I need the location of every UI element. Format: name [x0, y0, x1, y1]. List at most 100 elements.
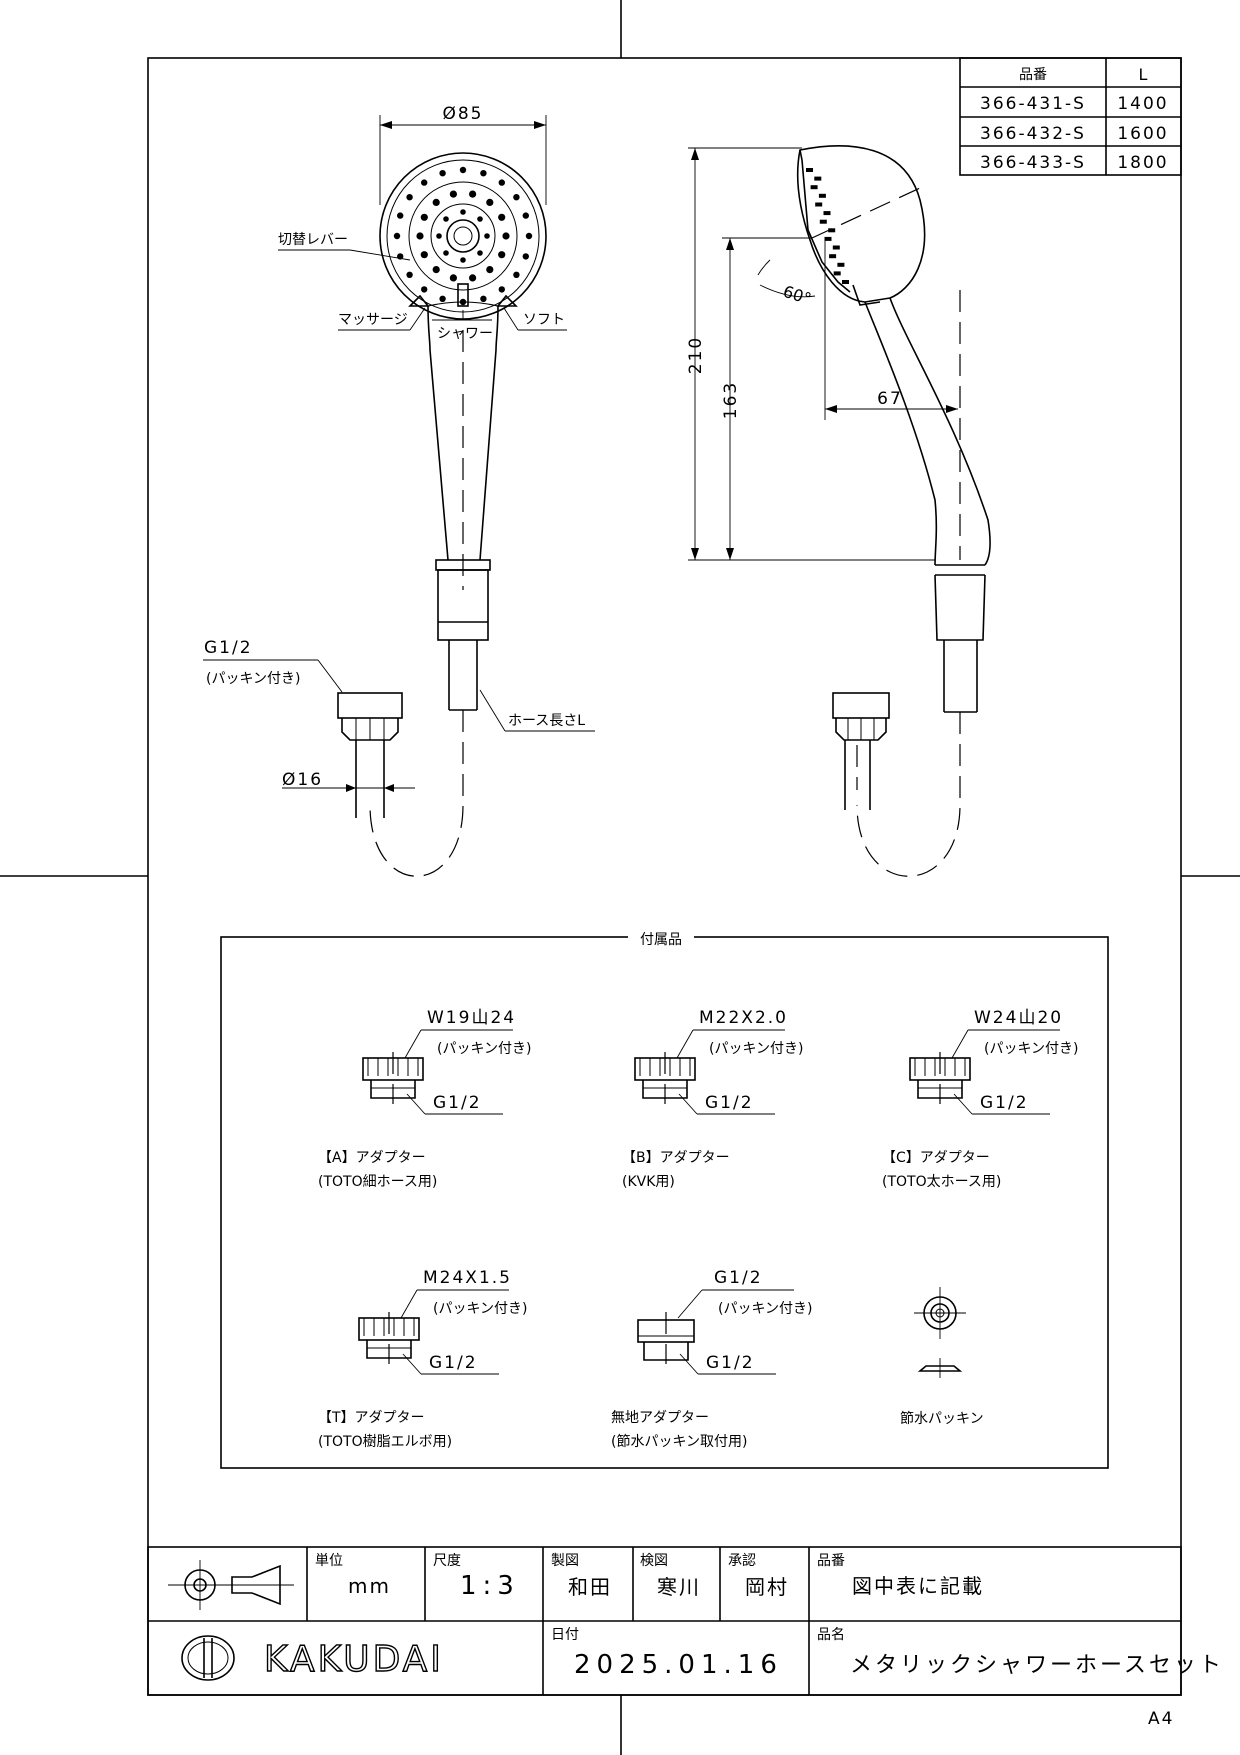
nozzle-hole [486, 198, 494, 206]
table-cell: 1800 [1117, 153, 1168, 173]
dim-hose-diameter: Ø16 [282, 770, 323, 790]
adapter-sub: (TOTO細ホース用) [318, 1174, 437, 1190]
nozzle-hole [406, 194, 413, 201]
adapter-base: G1/2 [429, 1353, 478, 1373]
accessories-box: 付属品 W19山24(パッキン付き)G1/2【A】アダプター(TOTO細ホース用… [220, 927, 1109, 1469]
nozzle-hole [432, 266, 440, 274]
nozzle-hole [484, 233, 490, 239]
nozzle-hole [443, 216, 449, 222]
nozzle-hole [525, 232, 533, 240]
adapter-item: M22X2.0(パッキン付き)G1/2【B】アダプター(KVK用) [622, 1008, 804, 1190]
adapter-label: 【C】アダプター [882, 1150, 990, 1166]
nozzle-hole [416, 232, 424, 240]
nozzle-hole [460, 209, 466, 215]
nozzle-hole [477, 216, 483, 222]
adapter-sub: (TOTO太ホース用) [882, 1174, 1001, 1190]
table-cell: 1600 [1117, 124, 1168, 144]
checked-value: 寒川 [657, 1575, 701, 1599]
adapter-thread: M24X1.5 [423, 1268, 512, 1288]
nozzle-hole [469, 274, 477, 282]
nozzle-hole [513, 194, 520, 201]
name-label: 品名 [817, 1627, 845, 1643]
side-nozzle [823, 211, 831, 216]
nozzle-hole [432, 198, 440, 206]
scale-value: 1:3 [460, 1571, 520, 1601]
nozzle-hole [522, 253, 529, 260]
adapter-packing: (パッキン付き) [433, 1301, 528, 1317]
adapter-sub: (TOTO樹脂エルボ用) [318, 1434, 452, 1450]
dim-67: 67 [877, 389, 903, 409]
adapter-sub: (節水パッキン取付用) [611, 1433, 748, 1450]
nozzle-hole [421, 179, 428, 186]
nozzle-hole [443, 250, 449, 256]
adapter-sub: (KVK用) [622, 1174, 675, 1190]
adapter-thread: G1/2 [714, 1268, 763, 1288]
side-nozzle [806, 168, 813, 172]
date-value: 2025.01.16 [574, 1650, 783, 1680]
side-nozzle [818, 193, 826, 198]
adapter-label: 無地アダプター [611, 1410, 709, 1426]
adapter-thread: W19山24 [427, 1008, 516, 1028]
name-value: メタリックシャワーホースセット [850, 1653, 1224, 1678]
side-nozzle [810, 185, 818, 190]
approved-value: 岡村 [745, 1575, 789, 1599]
unit-value: mm [348, 1574, 391, 1598]
nozzle-pattern [393, 166, 533, 306]
adapter-packing: (パッキン付き) [718, 1301, 813, 1317]
adapter-base: G1/2 [980, 1093, 1029, 1113]
nozzle-hole [420, 213, 428, 221]
nozzle-hole [498, 213, 506, 221]
label-soft: ソフト [523, 312, 565, 328]
unit-label: 単位 [315, 1553, 343, 1569]
nozzle-hole [439, 295, 446, 302]
table-cell: 366-431-S [980, 94, 1086, 114]
nozzle-hole [460, 257, 466, 263]
accessories-title: 付属品 [640, 932, 682, 948]
side-nozzle [829, 254, 837, 259]
nozzle-hole [469, 190, 477, 198]
water-saving-packing: 節水パッキン [900, 1287, 984, 1427]
nozzle-hole [421, 286, 428, 293]
dim-163: 163 [721, 381, 741, 419]
nozzle-hole [459, 166, 467, 174]
side-nozzle [833, 271, 841, 276]
packing-label: 節水パッキン [900, 1410, 984, 1427]
side-nozzle [814, 176, 822, 181]
side-nozzle [832, 245, 840, 250]
adapter-base: G1/2 [705, 1093, 754, 1113]
table-cell: 366-433-S [980, 153, 1086, 173]
side-nozzle [828, 228, 836, 233]
label-massage: マッサージ [338, 312, 408, 328]
dim-head-diameter: Ø85 [442, 104, 483, 124]
label-packing-left: (パッキン付き) [206, 671, 301, 687]
part-no-label: 品番 [817, 1553, 845, 1569]
side-nozzle [837, 262, 845, 267]
adapter-label: 【B】アダプター [622, 1150, 730, 1166]
adapter-thread: M22X2.0 [699, 1008, 788, 1028]
part-no-value: 図中表に記載 [852, 1574, 984, 1598]
adapter-thread: W24山20 [974, 1008, 1063, 1028]
kakudai-logo: KAKUDAI [181, 1635, 442, 1681]
adapter-packing: (パッキン付き) [984, 1041, 1079, 1057]
nozzle-hole [480, 295, 487, 302]
nozzle-hole [397, 212, 404, 219]
label-hose-length: ホース長さL [508, 713, 585, 729]
drawn-label: 製図 [551, 1553, 579, 1569]
adapter-item: M24X1.5(パッキン付き)G1/2【T】アダプター(TOTO樹脂エルボ用) [318, 1268, 528, 1450]
date-label: 日付 [551, 1627, 579, 1643]
nozzle-hole [502, 232, 510, 240]
title-block: 単位 mm 尺度 1:3 製図 和田 検図 寒川 承認 岡村 品番 図中表に記載… [147, 1546, 1224, 1696]
nozzle-hole [406, 271, 413, 278]
nozzle-hole [498, 179, 505, 186]
nozzle-hole [393, 232, 401, 240]
scale-label: 尺度 [433, 1553, 461, 1569]
nozzle-hole [477, 250, 483, 256]
nozzle-hole [420, 251, 428, 259]
adapter-base: G1/2 [433, 1093, 482, 1113]
table-cell: 1400 [1117, 94, 1168, 114]
drawn-value: 和田 [568, 1575, 612, 1599]
angle-60: 60° [781, 282, 814, 309]
approved-label: 承認 [728, 1553, 756, 1569]
